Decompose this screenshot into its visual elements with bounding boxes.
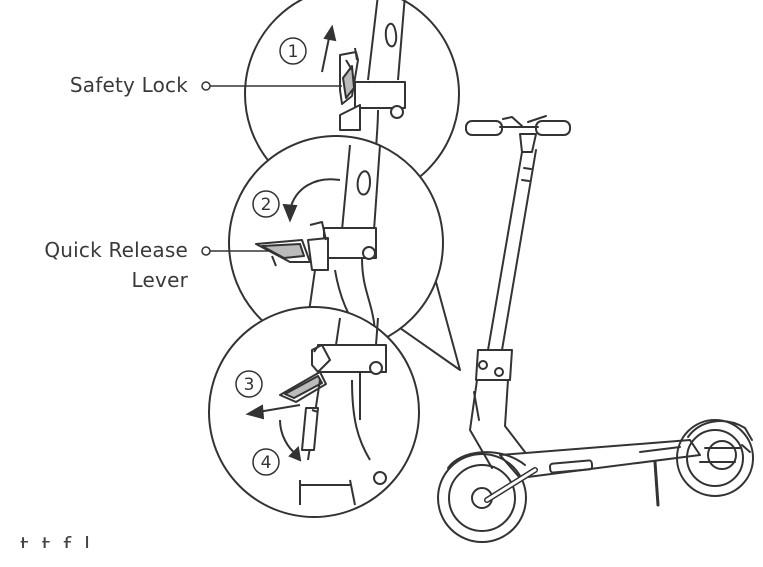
detail-circle-3: 3 4 [208,306,420,518]
rear-wheel [676,419,754,497]
safety-lock-label: Safety Lock [69,73,188,97]
step-1-marker [279,37,307,65]
front-wheel [437,453,527,543]
quick-release-label-line2: Lever [131,268,188,292]
step-2-number: 2 [261,195,272,215]
left-grip [465,120,503,136]
step-3-marker [235,370,263,398]
fold-joint [475,349,513,381]
step-2-marker [252,190,280,218]
cut-off-caption: t t f l [20,536,93,548]
quick-release-marker-icon [201,246,211,256]
step-3-number: 3 [244,375,255,395]
scooter-illustration [437,115,754,543]
leader-lines [201,81,342,256]
safety-lock-marker-icon [201,81,211,91]
detail-circle-2: 2 [228,135,444,351]
quick-release-label-line1: Quick Release [44,238,188,262]
right-grip [535,120,571,136]
step-1-number: 1 [288,42,299,62]
step-4-marker [252,448,280,476]
quick-release-label: Quick Release Lever [44,235,188,295]
step-4-number: 4 [261,453,272,473]
